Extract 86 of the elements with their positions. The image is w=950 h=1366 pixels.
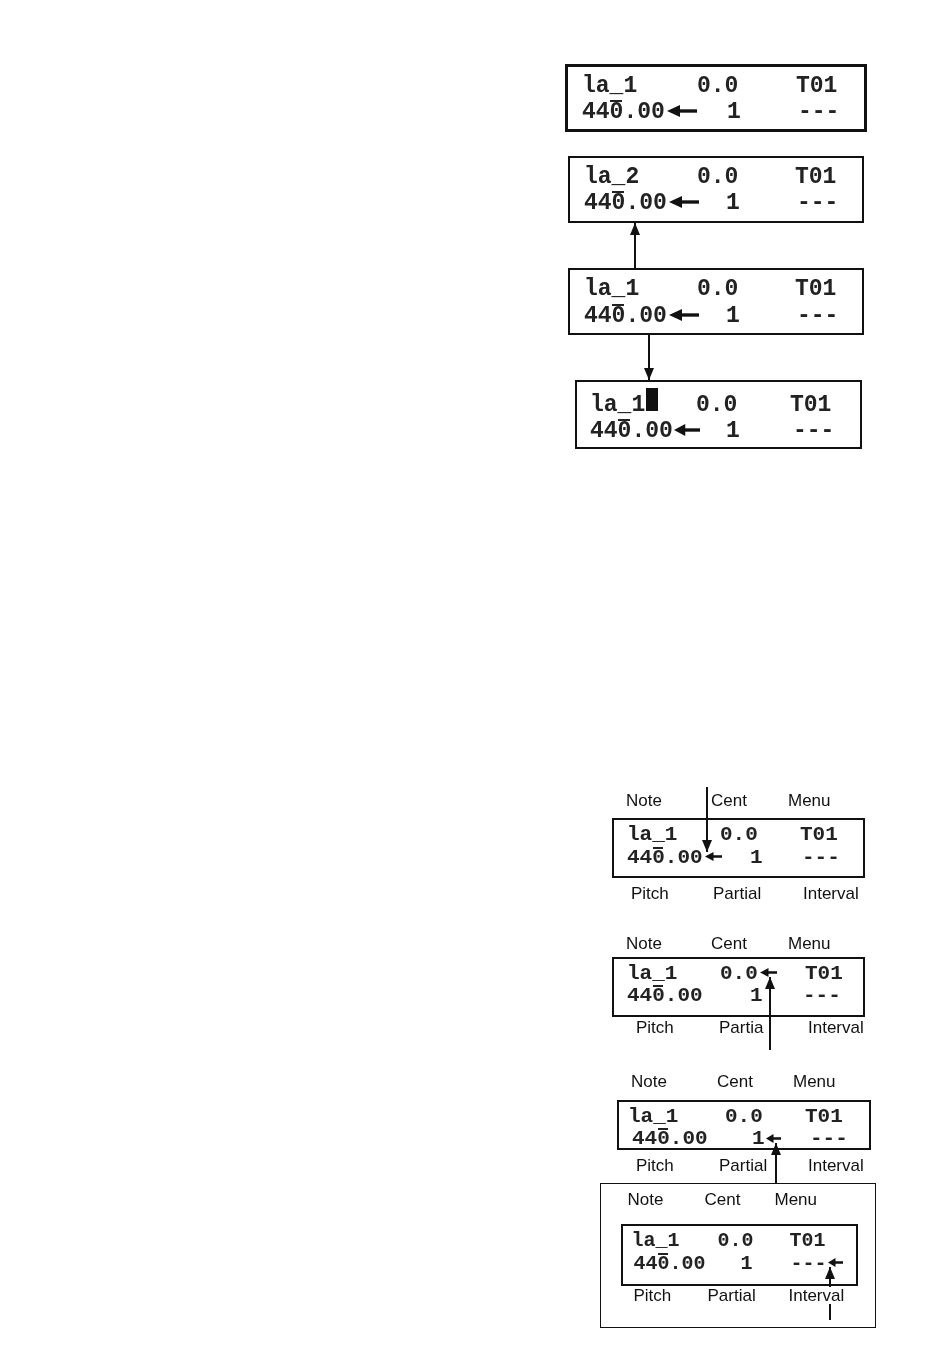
- field-label: Partia: [719, 1018, 764, 1036]
- display-text: T01: [805, 964, 843, 984]
- arrow: [644, 334, 654, 381]
- field-label: Partial: [713, 884, 762, 902]
- display-text: ---: [790, 1254, 827, 1273]
- field-label: Interval: [788, 1287, 845, 1305]
- field-label: Pitch: [636, 1018, 674, 1036]
- display-text: 1: [750, 848, 763, 868]
- display-text: T01: [795, 167, 837, 188]
- display-text: 1: [726, 306, 740, 327]
- left-arrow-icon: [827, 1257, 843, 1267]
- display-text: la_1: [590, 395, 646, 416]
- display-text: la_2: [584, 167, 640, 188]
- display-text: T01: [800, 825, 838, 845]
- left-arrow-icon: [766, 1134, 781, 1143]
- display-text: T01: [789, 1231, 826, 1250]
- display-text: T01: [796, 76, 838, 97]
- display-text: ---: [797, 306, 839, 327]
- lcd-display: [620, 1223, 858, 1286]
- field-label: Note: [626, 934, 662, 952]
- display-text: 1: [752, 1129, 765, 1149]
- lcd-display: [612, 818, 865, 878]
- arrow: [825, 1266, 835, 1321]
- display-text: la_1: [631, 1231, 680, 1250]
- display-text: 0.0: [720, 825, 758, 845]
- display-text: 440.00: [582, 102, 665, 123]
- lcd-display: [568, 268, 864, 335]
- panel-frame: [600, 1183, 876, 1328]
- field-label: Interval: [808, 1156, 864, 1174]
- display-text: ---: [793, 421, 835, 442]
- field-label: Note: [626, 791, 662, 809]
- field-label: Pitch: [636, 1156, 674, 1174]
- display-text: T01: [790, 395, 832, 416]
- display-text: ---: [797, 193, 839, 214]
- arrow: [630, 222, 640, 269]
- display-text: 440.00: [627, 986, 703, 1006]
- display-text: la_1: [627, 825, 678, 845]
- display-text: 0.0: [725, 1107, 763, 1127]
- field-label: Interval: [808, 1018, 864, 1036]
- display-text: 1: [750, 986, 763, 1006]
- display-text: 1: [727, 102, 741, 123]
- display-text: 440.00: [584, 306, 667, 327]
- display-text: ---: [810, 1129, 848, 1149]
- field-label: Partial: [719, 1156, 768, 1174]
- display-text: 0.0: [697, 167, 739, 188]
- field-label: Cent: [711, 934, 747, 952]
- display-text: 1: [726, 193, 740, 214]
- display-text: 1: [726, 421, 740, 442]
- field-label: Pitch: [631, 884, 669, 902]
- field-label: Cent: [717, 1072, 753, 1090]
- display-text: 440.00: [584, 193, 667, 214]
- arrow: [771, 1142, 781, 1184]
- display-text: 440.00: [632, 1129, 708, 1149]
- field-label: Cent: [711, 791, 747, 809]
- display-text: 440.00: [633, 1254, 706, 1273]
- field-label: Interval: [803, 884, 859, 902]
- lcd-display: [575, 380, 862, 449]
- display-text: T01: [795, 279, 837, 300]
- display-text: ---: [803, 986, 841, 1006]
- display-text: 0.0: [696, 395, 738, 416]
- left-arrow-icon: [705, 852, 722, 861]
- lcd-display: [617, 1100, 871, 1150]
- display-text: 0.0: [720, 964, 758, 984]
- lcd-display: [612, 957, 865, 1017]
- display-text: 440.00: [627, 848, 703, 868]
- lcd-display: [565, 64, 867, 132]
- display-text: la_1: [582, 76, 638, 97]
- field-label: Menu: [793, 1072, 836, 1090]
- display-text: la_1: [627, 964, 678, 984]
- arrow: [765, 976, 775, 1051]
- display-text: 0.0: [697, 76, 739, 97]
- field-label: Menu: [788, 791, 831, 809]
- display-text: 440.00: [590, 421, 673, 442]
- display-text: 0.0: [717, 1231, 754, 1250]
- field-label: Note: [631, 1072, 667, 1090]
- display-text: ---: [802, 848, 840, 868]
- display-text: 0.0: [697, 279, 739, 300]
- display-text: ---: [798, 102, 840, 123]
- display-text: la_1: [584, 279, 640, 300]
- arrow: [702, 786, 712, 853]
- field-label: Menu: [788, 934, 831, 952]
- display-text: la_1: [628, 1107, 679, 1127]
- display-text: T01: [805, 1107, 843, 1127]
- display-text: 1: [740, 1254, 753, 1273]
- left-arrow-icon: [760, 968, 777, 977]
- lcd-display: [568, 156, 864, 223]
